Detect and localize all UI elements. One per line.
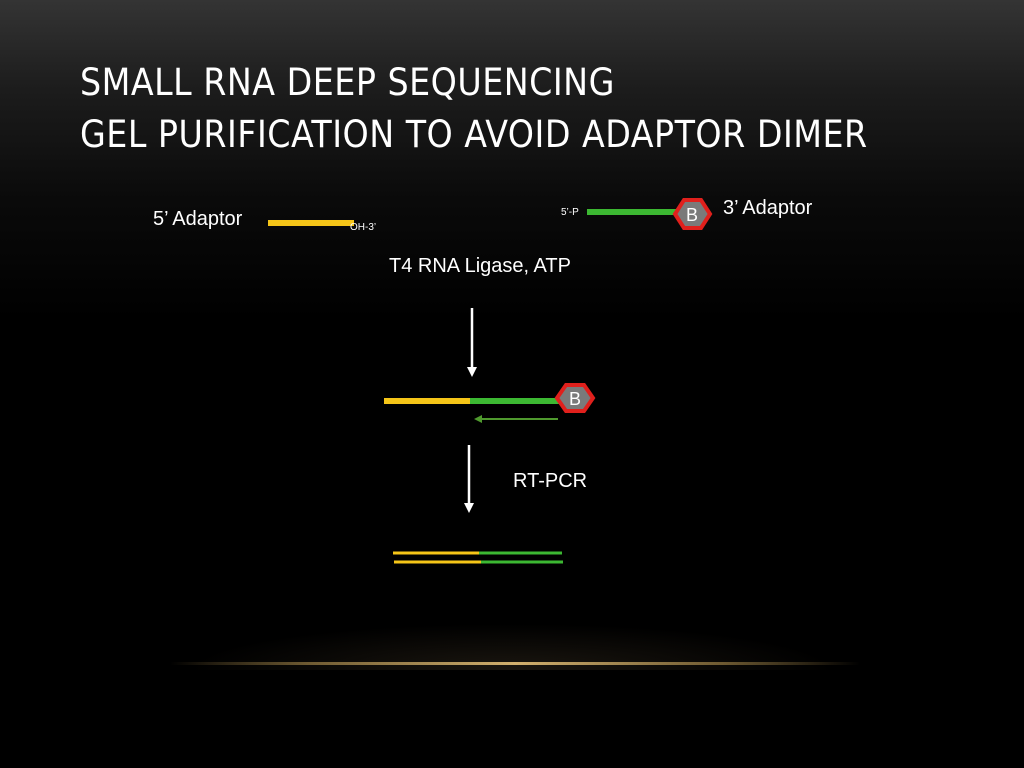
ligation-label: T4 RNA Ligase, ATP	[389, 255, 571, 277]
block-group-product: B	[554, 383, 596, 413]
background-glow	[0, 560, 1024, 670]
slide-title: SMALL RNA DEEP SEQUENCING GEL PURIFICATI…	[80, 57, 868, 161]
horizon-line	[170, 662, 860, 665]
block-hexagon-icon	[554, 383, 596, 413]
adaptor3-label: 3’ Adaptor	[723, 197, 813, 219]
slide-title-line-2: GEL PURIFICATION TO AVOID ADAPTOR DIMER	[80, 113, 868, 156]
block-label: B	[569, 389, 581, 409]
block-label: B	[686, 205, 698, 225]
block-group-top: B	[672, 198, 713, 230]
block-hexagon-icon	[672, 198, 713, 230]
adaptor3-end-label: 5’-P	[561, 207, 579, 218]
rtpcr-label: RT-PCR	[513, 470, 588, 492]
adaptor5-end-label: OH-3’	[350, 222, 377, 233]
adaptor5-label: 5’ Adaptor	[153, 208, 243, 230]
slide-title-line-1: SMALL RNA DEEP SEQUENCING	[80, 61, 615, 104]
